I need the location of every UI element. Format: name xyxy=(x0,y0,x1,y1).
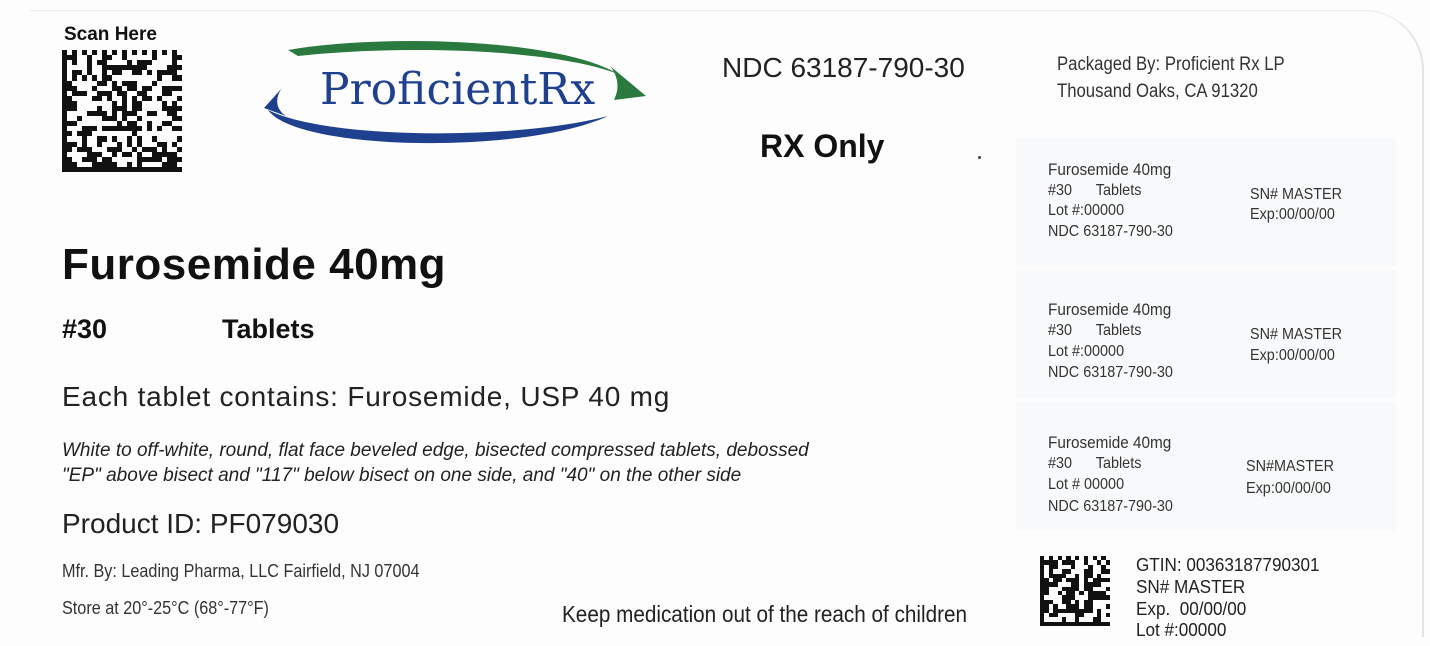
product-id: Product ID: PF079030 xyxy=(62,508,340,539)
tablet-description-line1: White to off-white, round, flat face bev… xyxy=(62,440,809,461)
dosage-form: Tablets xyxy=(222,314,315,344)
peel-sticker-2: Furosemide 40mg #30 Tablets Lot #:00000 … xyxy=(1016,270,1396,398)
datamatrix-barcode-bottom xyxy=(1040,556,1110,626)
ingredient-statement: Each tablet contains: Furosemide, USP 40… xyxy=(62,381,671,412)
packager-name: Packaged By: Proficient Rx LP xyxy=(1057,54,1285,75)
tablet-description-line2: "EP" above bisect and "117" below bisect… xyxy=(62,465,742,486)
serial-number: SN# MASTER xyxy=(1136,577,1246,597)
sticker-exp: Exp:00/00/00 xyxy=(1250,347,1335,364)
packager-address: Thousand Oaks, CA 91320 xyxy=(1057,81,1258,102)
sticker-exp: Exp:00/00/00 xyxy=(1250,206,1335,223)
sticker-lot: Lot #:00000 xyxy=(1048,202,1125,219)
drug-title: Furosemide 40mg xyxy=(62,240,447,289)
sticker-ndc: NDC 63187-790-30 xyxy=(1048,498,1173,515)
child-safety-warning: Keep medication out of the reach of chil… xyxy=(562,601,968,627)
peel-sticker-1: Furosemide 40mg #30 Tablets Lot #:00000 … xyxy=(1016,138,1396,266)
sticker-sn: SN#MASTER xyxy=(1246,458,1335,475)
expiration-date: Exp. 00/00/00 xyxy=(1136,599,1247,619)
rx-only-label: RX Only xyxy=(760,128,885,164)
manufacturer-info: Mfr. By: Leading Pharma, LLC Fairfield, … xyxy=(62,561,420,581)
sticker-exp: Exp:00/00/00 xyxy=(1246,480,1331,497)
sticker-lot: Lot # 00000 xyxy=(1048,476,1125,493)
logo-swoosh-icon xyxy=(264,41,646,144)
sticker-drug: Furosemide 40mg xyxy=(1048,433,1172,452)
gtin-number: GTIN: 00363187790301 xyxy=(1136,555,1320,575)
sticker-count: #30 Tablets xyxy=(1048,322,1142,339)
datamatrix-barcode-top xyxy=(62,50,182,172)
sticker-ndc: NDC 63187-790-30 xyxy=(1048,223,1173,240)
sticker-count: #30 Tablets xyxy=(1048,182,1142,199)
sticker-count: #30 Tablets xyxy=(1048,455,1142,472)
sticker-drug: Furosemide 40mg xyxy=(1048,160,1172,179)
peel-sticker-3: Furosemide 40mg #30 Tablets Lot # 00000 … xyxy=(1016,402,1396,530)
sticker-ndc: NDC 63187-790-30 xyxy=(1048,364,1173,381)
scan-here-label: Scan Here xyxy=(64,24,157,45)
sticker-sn: SN# MASTER xyxy=(1250,186,1343,203)
sticker-drug: Furosemide 40mg xyxy=(1048,300,1172,319)
print-dot xyxy=(978,156,981,159)
storage-instructions: Store at 20°-25°C (68°-77°F) xyxy=(62,598,269,618)
lot-number: Lot #:00000 xyxy=(1136,620,1227,640)
tablet-count: #30 xyxy=(62,314,108,344)
brand-name: ProficientRx xyxy=(320,64,596,115)
ndc-number: NDC 63187-790-30 xyxy=(722,52,965,83)
sticker-sn: SN# MASTER xyxy=(1250,326,1343,343)
sticker-lot: Lot #:00000 xyxy=(1048,343,1125,360)
brand-logo: ProficientRx xyxy=(258,36,648,154)
